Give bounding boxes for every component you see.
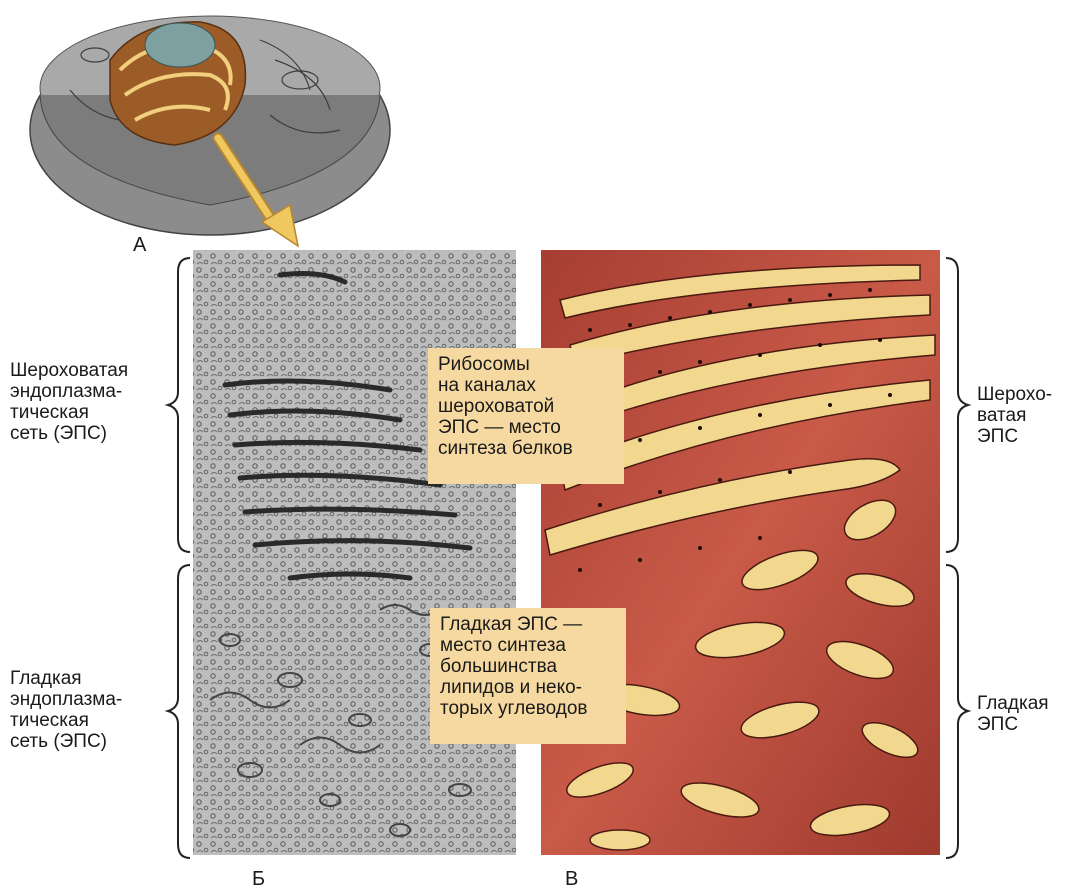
- right-braces: [946, 258, 968, 858]
- right-label-smooth-er: Гладкая ЭПС: [977, 693, 1077, 735]
- left-label-rough-er: Шероховатая эндоплазма- тическая сеть (Э…: [10, 360, 170, 444]
- illustration-panel: [541, 250, 940, 855]
- left-braces: [168, 258, 190, 858]
- panel-b-letter: Б: [252, 868, 265, 891]
- panel-c-letter: В: [565, 868, 578, 891]
- micrograph-panel: [193, 250, 516, 855]
- callout-smooth-er: Гладкая ЭПС — место синтеза большинства …: [430, 608, 626, 744]
- right-label-rough-er: Шерохо- ватая ЭПС: [977, 384, 1077, 447]
- cell-3d-illustration: [30, 16, 390, 235]
- callout-ribosomes: Рибосомы на каналах шероховатой ЭПС — ме…: [428, 348, 624, 484]
- left-label-smooth-er: Гладкая эндоплазма- тическая сеть (ЭПС): [10, 668, 170, 752]
- panel-a-letter: А: [133, 234, 146, 257]
